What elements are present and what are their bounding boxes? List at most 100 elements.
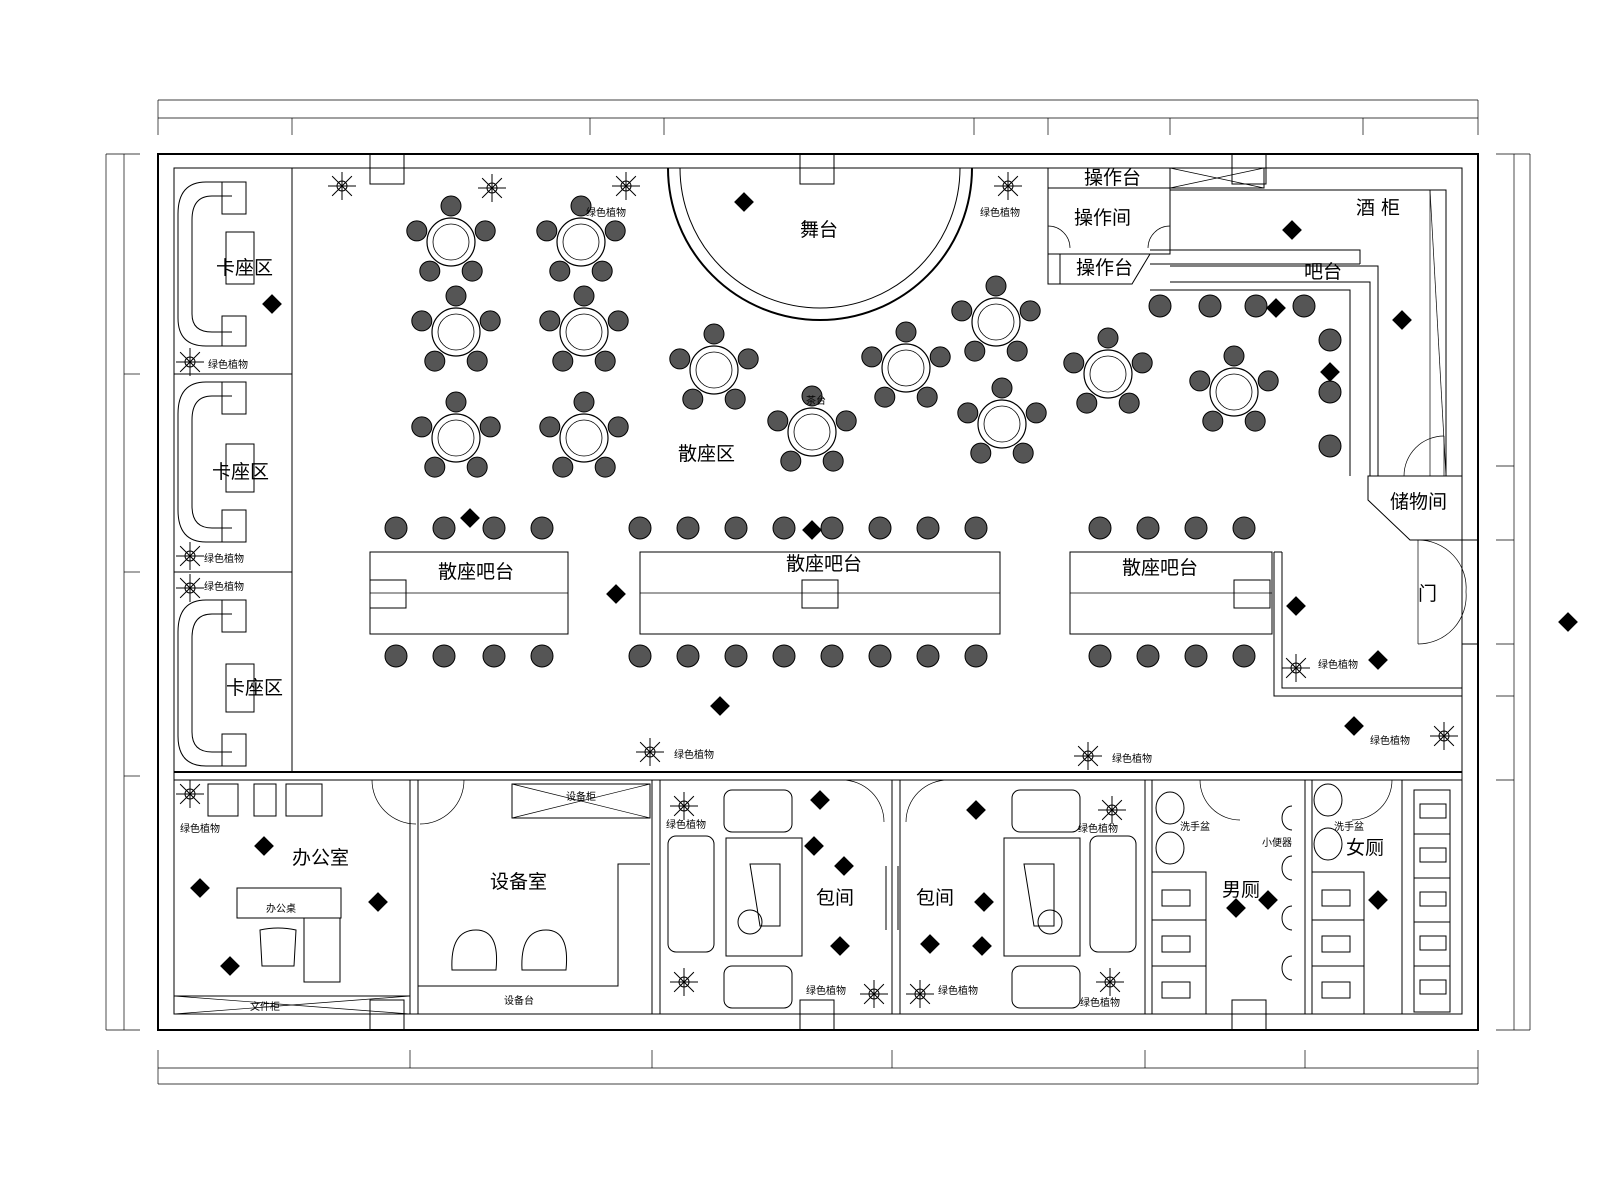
plants-14-label: 绿色植物 [938, 984, 978, 997]
office-label: 办公室 [292, 847, 349, 869]
chair [1097, 327, 1119, 349]
section-marker-icon [972, 936, 992, 956]
chair [1198, 294, 1222, 318]
section-marker-icon [966, 800, 986, 820]
loose-seating-label: 散座区 [678, 443, 735, 465]
mens-wc-label: 男厕 [1222, 879, 1260, 901]
plants-12-label: 绿色植物 [1078, 822, 1118, 835]
round-table [431, 307, 481, 357]
office-furniture [173, 783, 411, 1015]
storage-room [1367, 435, 1463, 541]
plant-icon [636, 738, 664, 766]
round-table [431, 413, 481, 463]
booth-sofa-1 [177, 181, 255, 347]
wine-cabinet-label: 酒 柜 [1356, 197, 1400, 219]
round-table [971, 297, 1021, 347]
plants-8-label: 绿色植物 [1318, 658, 1358, 671]
chair [861, 346, 883, 368]
plant-icon [670, 792, 698, 820]
chair [607, 310, 629, 332]
section-marker-icon [190, 878, 210, 898]
chair [929, 346, 951, 368]
chair [604, 220, 626, 242]
operation-top-label: 操作台 [1084, 167, 1141, 189]
booth-2-label: 卡座区 [212, 461, 269, 483]
section-marker-icon [1368, 650, 1388, 670]
outer-walls [157, 153, 1479, 1031]
chair [1025, 402, 1047, 424]
chair [530, 516, 554, 540]
stage-label: 舞台 [800, 219, 838, 241]
round-table [1083, 349, 1133, 399]
plants-3-label: 绿色植物 [208, 358, 248, 371]
booth-zones [174, 168, 293, 772]
urinal-label: 小便器 [1262, 836, 1292, 849]
plant-icon [1430, 722, 1458, 750]
section-marker-icon [710, 696, 730, 716]
operation-bottom-label: 操作台 [1076, 257, 1133, 279]
chair [1076, 392, 1098, 414]
bar-table-1-label: 散座吧台 [438, 561, 514, 583]
chair [1223, 345, 1245, 367]
section-marker-icon [1320, 362, 1340, 382]
chair [767, 410, 789, 432]
plant-icon [1282, 654, 1310, 682]
section-markers [190, 192, 1578, 976]
plant-icon [176, 542, 204, 570]
chair [440, 195, 462, 217]
office-desk-label: 办公桌 [266, 902, 296, 915]
chair [445, 391, 467, 413]
chair [1184, 644, 1208, 668]
dimension-lines [105, 99, 1531, 1085]
chair [1088, 644, 1112, 668]
chair [676, 644, 700, 668]
plant-icon [860, 980, 888, 1008]
chair [552, 456, 574, 478]
chair [964, 644, 988, 668]
section-marker-icon [1558, 612, 1578, 632]
chair [479, 416, 501, 438]
chair [1136, 516, 1160, 540]
section-marker-icon [1226, 898, 1246, 918]
chair [466, 350, 488, 372]
section-marker-icon [920, 934, 940, 954]
chair [573, 285, 595, 307]
section-marker-icon [262, 294, 282, 314]
chair [669, 348, 691, 370]
entry-area [1273, 539, 1478, 697]
section-marker-icon [606, 584, 626, 604]
chair [539, 416, 561, 438]
chair [432, 644, 456, 668]
section-marker-icon [460, 508, 480, 528]
washbasin-1-label: 洗手盆 [1180, 820, 1210, 833]
private-room-1-label: 包间 [816, 887, 854, 909]
chair [1019, 300, 1041, 322]
chair [594, 350, 616, 372]
booth-sofa-3 [177, 599, 255, 767]
chair [772, 516, 796, 540]
plants-7-label: 绿色植物 [1112, 752, 1152, 765]
chair [682, 388, 704, 410]
chair [474, 220, 496, 242]
round-tables [426, 217, 1259, 463]
chairs [384, 195, 1342, 668]
chair [835, 410, 857, 432]
chair [466, 456, 488, 478]
storage-label: 储物间 [1390, 491, 1447, 513]
round-table [1209, 367, 1259, 417]
chair [868, 644, 892, 668]
round-table [559, 307, 609, 357]
chair [820, 644, 844, 668]
round-table [559, 413, 609, 463]
chair [676, 516, 700, 540]
bar-table-3-label: 散座吧台 [1122, 557, 1198, 579]
chair [916, 644, 940, 668]
tea-table-label: 茶台 [806, 394, 826, 407]
plants-15-label: 绿色植物 [1080, 996, 1120, 1009]
chair [724, 516, 748, 540]
chair [591, 260, 613, 282]
chair [780, 450, 802, 472]
chair [1189, 370, 1211, 392]
plants-4-label: 绿色植物 [204, 552, 244, 565]
chair [895, 321, 917, 343]
